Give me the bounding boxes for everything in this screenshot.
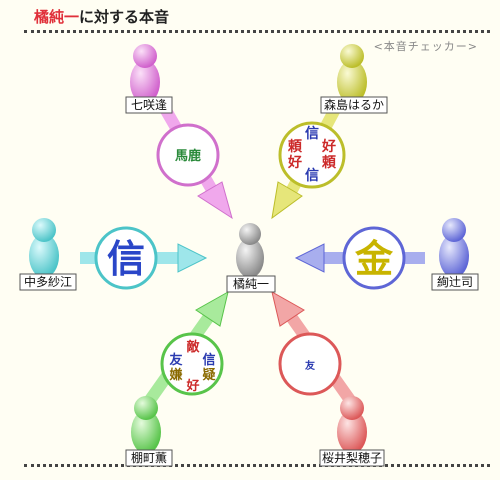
word-morishima-2: 頼 bbox=[288, 138, 303, 155]
bottom-dotted-divider bbox=[24, 464, 490, 467]
word-circle-sakurai: 友 bbox=[278, 332, 342, 396]
name-morishima: 森島はるか bbox=[324, 97, 384, 112]
page-title: 橘純一に対する本音 bbox=[34, 6, 169, 27]
word-tanamachi-2: 信 bbox=[202, 352, 215, 368]
person-sakurai: 桜井梨穂子 bbox=[319, 396, 385, 467]
word-tanamachi-4: 疑 bbox=[202, 367, 215, 383]
name-nanasaki: 七咲逢 bbox=[131, 97, 167, 112]
word-morishima-4: 好 bbox=[287, 154, 302, 171]
word-sakurai-0: 友 bbox=[305, 359, 315, 372]
word-morishima-3: 頼 bbox=[322, 154, 337, 171]
word-nanasaki-0: 馬鹿 bbox=[175, 148, 201, 164]
word-morishima-1: 好 bbox=[321, 138, 336, 155]
title-suffix: に対する本音 bbox=[79, 8, 170, 26]
word-circle-ayatsuji: 金 bbox=[342, 226, 406, 290]
name-tanamachi: 棚町薫 bbox=[131, 450, 167, 465]
subtitle: <本音チェッカー> bbox=[373, 40, 478, 53]
word-circle-tanamachi: 敵 友 信 嫌 疑 好 bbox=[160, 332, 224, 396]
word-nakata-0: 信 bbox=[107, 237, 145, 281]
person-morishima: 森島はるか bbox=[320, 44, 388, 114]
person-nanasaki: 七咲逢 bbox=[125, 44, 173, 114]
word-circle-morishima: 信 好 頼 頼 好 信 bbox=[278, 121, 346, 189]
word-circle-nanasaki: 馬鹿 bbox=[156, 123, 220, 187]
word-tanamachi-1: 友 bbox=[169, 352, 182, 368]
word-tanamachi-0: 敵 bbox=[186, 339, 200, 355]
person-nakata: 中多紗江 bbox=[19, 218, 77, 291]
person-tanamachi: 棚町薫 bbox=[125, 396, 173, 467]
top-dotted-divider bbox=[24, 30, 490, 33]
word-morishima-5: 信 bbox=[305, 167, 319, 184]
title-name: 橘純一 bbox=[34, 8, 80, 26]
word-circle-nakata: 信 bbox=[94, 226, 158, 290]
name-ayatsuji: 絢辻司 bbox=[437, 274, 473, 289]
center-name: 橘純一 bbox=[233, 276, 269, 291]
word-tanamachi-5: 好 bbox=[185, 378, 199, 394]
name-sakurai: 桜井梨穂子 bbox=[322, 451, 382, 465]
person-ayatsuji: 絢辻司 bbox=[431, 218, 479, 291]
name-nakata: 中多紗江 bbox=[24, 274, 72, 289]
center-person: 橘純一 bbox=[226, 223, 276, 293]
word-morishima-0: 信 bbox=[305, 125, 319, 142]
word-ayatsuji-0: 金 bbox=[354, 237, 394, 281]
word-tanamachi-3: 嫌 bbox=[168, 367, 182, 383]
